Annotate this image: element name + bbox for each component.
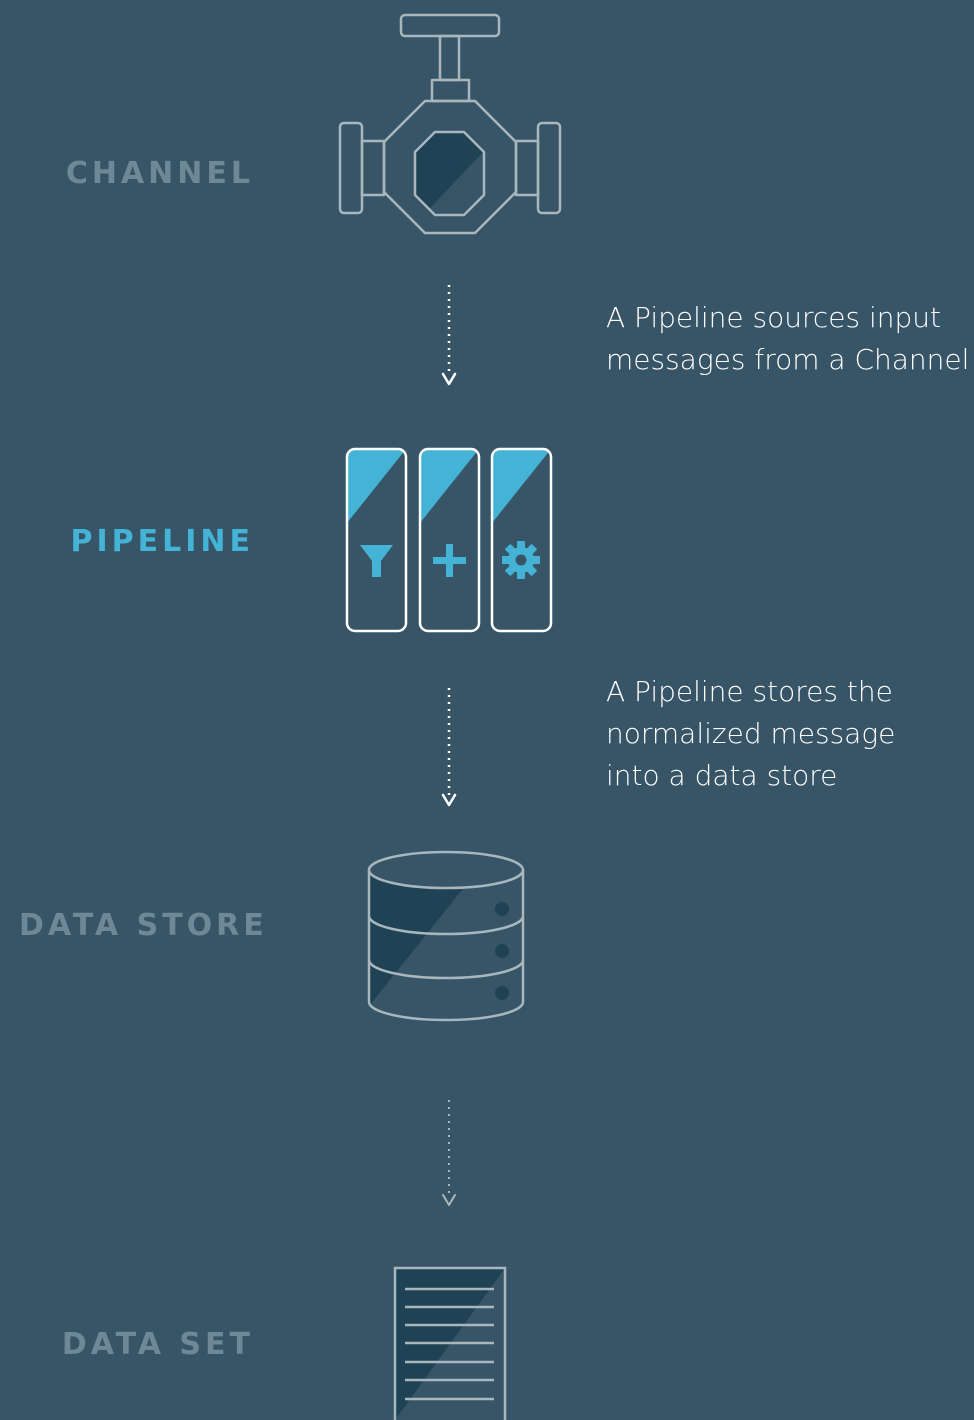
description-line: A Pipeline sources input [606,301,942,334]
flow-arrow [441,285,457,386]
description-line: into a data store [606,759,838,792]
flow-arrow [441,688,457,807]
channel-label: CHANNEL [65,156,254,191]
plus-icon [433,544,466,577]
document-icon [393,1266,507,1420]
valve-icon [338,13,562,235]
pipeline-output-description: A Pipeline stores the normalized message… [606,671,895,797]
pipeline-activities-icon [345,447,553,633]
gear-icon [502,541,540,579]
pipeline-input-description: A Pipeline sources input messages from a… [606,297,969,381]
description-line: A Pipeline stores the [606,675,893,708]
data-store-label: DATA STORE [19,908,268,943]
description-line: normalized message [606,717,896,750]
pipeline-label: PIPELINE [70,524,254,559]
flow-arrow [442,1100,456,1206]
data-set-label: DATA SET [61,1327,254,1362]
database-icon [367,850,525,1022]
description-line: messages from a Channel [606,343,970,376]
filter-icon [360,545,393,577]
